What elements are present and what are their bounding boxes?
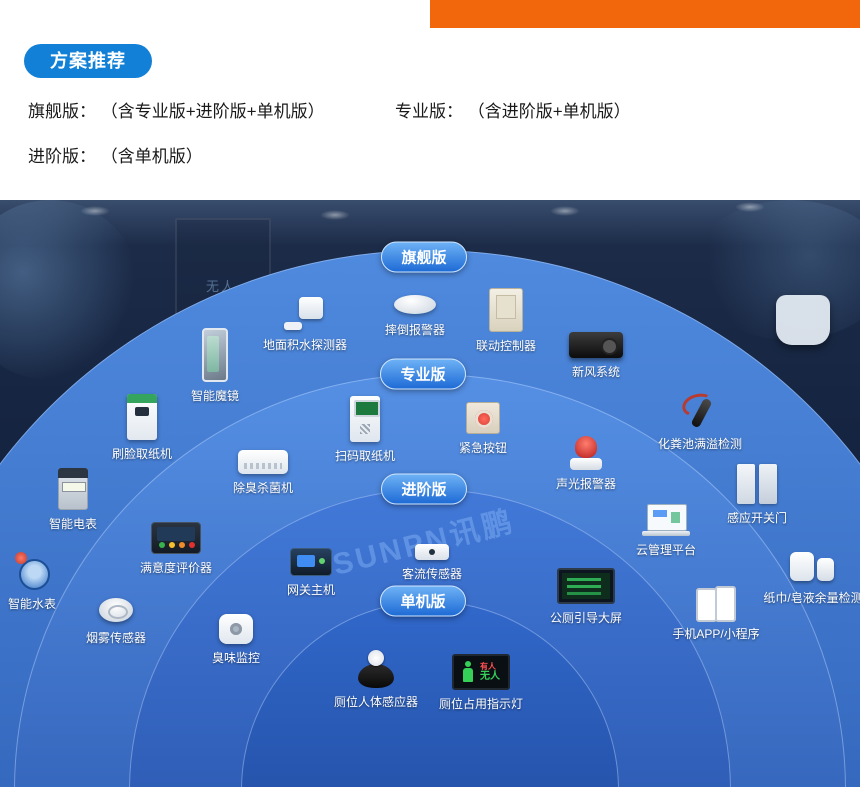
linkage-controller-icon (489, 288, 523, 332)
ceiling-shadow (0, 200, 860, 246)
device-passenger-flow-sensor: 客流传感器 (377, 544, 487, 582)
background-glow (690, 200, 860, 340)
mobile-phones-icon (694, 586, 738, 622)
device-fall-alarm: 摔倒报警器 (360, 294, 470, 338)
device-smart-mirror: 智能魔镜 (160, 328, 270, 404)
face-scan-paper-dispenser-icon (127, 394, 157, 440)
device-label: 厕位人体感应器 (333, 695, 418, 709)
tier-pill-advanced: 进阶版 (381, 473, 467, 505)
device-label: 厕位占用指示灯 (438, 697, 523, 711)
guidance-screen-icon (557, 568, 615, 604)
person-icon (462, 660, 474, 684)
device-label: 智能水表 (7, 597, 56, 611)
occupied-text: 有人 (480, 661, 496, 671)
device-label: 除臭杀菌机 (232, 481, 293, 495)
top-right-banner (430, 0, 860, 28)
device-occupancy-indicator-light: 有人 无人 厕位占用指示灯 (426, 654, 536, 712)
device-smart-electric-meter: 智能电表 (18, 468, 128, 532)
fresh-air-system-icon (569, 332, 623, 358)
ceiling-light-icon (550, 206, 580, 216)
device-label: 臭味监控 (211, 651, 260, 665)
device-label: 紧急按钮 (458, 441, 507, 455)
device-label: 手机APP/小程序 (672, 627, 760, 641)
device-deodorizing-sterilizer: 除臭杀菌机 (208, 450, 318, 496)
device-label: 感应开关门 (726, 511, 787, 525)
device-label: 客流传感器 (401, 567, 462, 581)
solution-fan-diagram: 无人 SUNPN讯鹏 旗舰版 专业版 进阶版 单机版 地面积水探测器 摔倒报警器… (0, 200, 860, 787)
device-label: 摔倒报警器 (384, 323, 445, 337)
deodorizing-sterilizer-icon (238, 450, 288, 474)
device-label: 网关主机 (286, 583, 335, 597)
vacant-text: 无人 (480, 670, 500, 682)
device-label: 烟雾传感器 (85, 631, 146, 645)
device-linkage-controller: 联动控制器 (451, 288, 561, 354)
device-label: 声光报警器 (555, 477, 616, 491)
device-label: 满意度评价器 (139, 561, 212, 575)
device-label: 智能电表 (48, 517, 97, 531)
device-emergency-button: 紧急按钮 (428, 402, 538, 456)
smart-water-meter-icon (14, 552, 50, 590)
ceiling-light-icon (80, 206, 110, 216)
device-fresh-air-system: 新风系统 (541, 332, 651, 380)
device-tissue-soap-level-detector: 纸巾/皂液余量检测 (758, 550, 860, 606)
device-mobile-app: 手机APP/小程序 (661, 586, 771, 642)
qr-paper-dispenser-icon (350, 396, 380, 442)
edition-desc-advanced: 进阶版： （含单机版） (28, 147, 203, 166)
smart-mirror-icon (202, 328, 228, 382)
emergency-button-icon (466, 402, 500, 434)
device-label: 云管理平台 (635, 543, 696, 557)
satisfaction-evaluator-icon (151, 522, 201, 554)
device-satisfaction-evaluator: 满意度评价器 (121, 522, 231, 576)
device-ground-water-detector: 地面积水探测器 (250, 295, 360, 353)
passenger-flow-sensor-icon (415, 544, 449, 560)
device-guidance-screen: 公厕引导大屏 (531, 568, 641, 626)
device-cloud-management-platform: 云管理平台 (611, 504, 721, 558)
fall-alarm-icon (394, 294, 436, 316)
edition-desc-professional: 专业版： （含进阶版+单机版） (395, 102, 631, 121)
device-septic-tank-overflow-detector: 化粪池满溢检测 (645, 394, 755, 452)
edition-desc-flagship: 旗舰版： （含专业版+进阶版+单机版） (28, 102, 325, 121)
smart-electric-meter-icon (58, 468, 88, 510)
ground-water-detector-icon (282, 295, 328, 331)
ceiling-light-icon (320, 210, 350, 220)
device-label: 扫码取纸机 (334, 449, 395, 463)
laptop-icon (642, 504, 690, 536)
device-label: 纸巾/皂液余量检测 (763, 591, 860, 605)
tier-pill-standalone: 单机版 (380, 585, 466, 617)
section-badge: 方案推荐 (24, 44, 152, 78)
device-label: 公厕引导大屏 (549, 611, 622, 625)
gateway-host-icon (290, 548, 332, 576)
sensor-door-icon (735, 464, 779, 504)
device-smoke-sensor: 烟雾传感器 (61, 596, 171, 646)
smoke-sensor-icon (98, 596, 134, 624)
device-qr-paper-dispenser: 扫码取纸机 (310, 396, 420, 464)
device-sound-light-alarm: 声光报警器 (531, 436, 641, 492)
human-presence-sensor-icon (356, 650, 396, 688)
device-label: 刷脸取纸机 (111, 447, 172, 461)
device-label: 新风系统 (571, 365, 620, 379)
device-smart-water-meter: 智能水表 (0, 552, 87, 612)
tissue-soap-detector-icon (790, 550, 836, 584)
indicator-texts: 有人 无人 (480, 662, 500, 683)
device-odor-monitor: 臭味监控 (181, 614, 291, 666)
occupancy-indicator-icon: 有人 无人 (452, 654, 510, 690)
tier-pill-professional: 专业版 (380, 358, 466, 390)
device-label: 联动控制器 (475, 339, 536, 353)
ceiling-light-icon (735, 202, 765, 212)
odor-monitor-icon (219, 614, 253, 644)
device-label: 智能魔镜 (190, 389, 239, 403)
tier-pill-flagship: 旗舰版 (381, 241, 467, 273)
background-wall-fixture (776, 295, 830, 345)
device-toilet-occupancy-sensor: 厕位人体感应器 (321, 650, 431, 710)
septic-overflow-probe-icon (680, 394, 720, 430)
sound-light-alarm-icon (570, 436, 602, 470)
device-face-scan-paper-dispenser: 刷脸取纸机 (87, 394, 197, 462)
device-sensor-door: 感应开关门 (702, 464, 812, 526)
device-gateway-host: 网关主机 (256, 548, 366, 598)
device-label: 化粪池满溢检测 (657, 437, 742, 451)
device-label: 地面积水探测器 (262, 338, 347, 352)
